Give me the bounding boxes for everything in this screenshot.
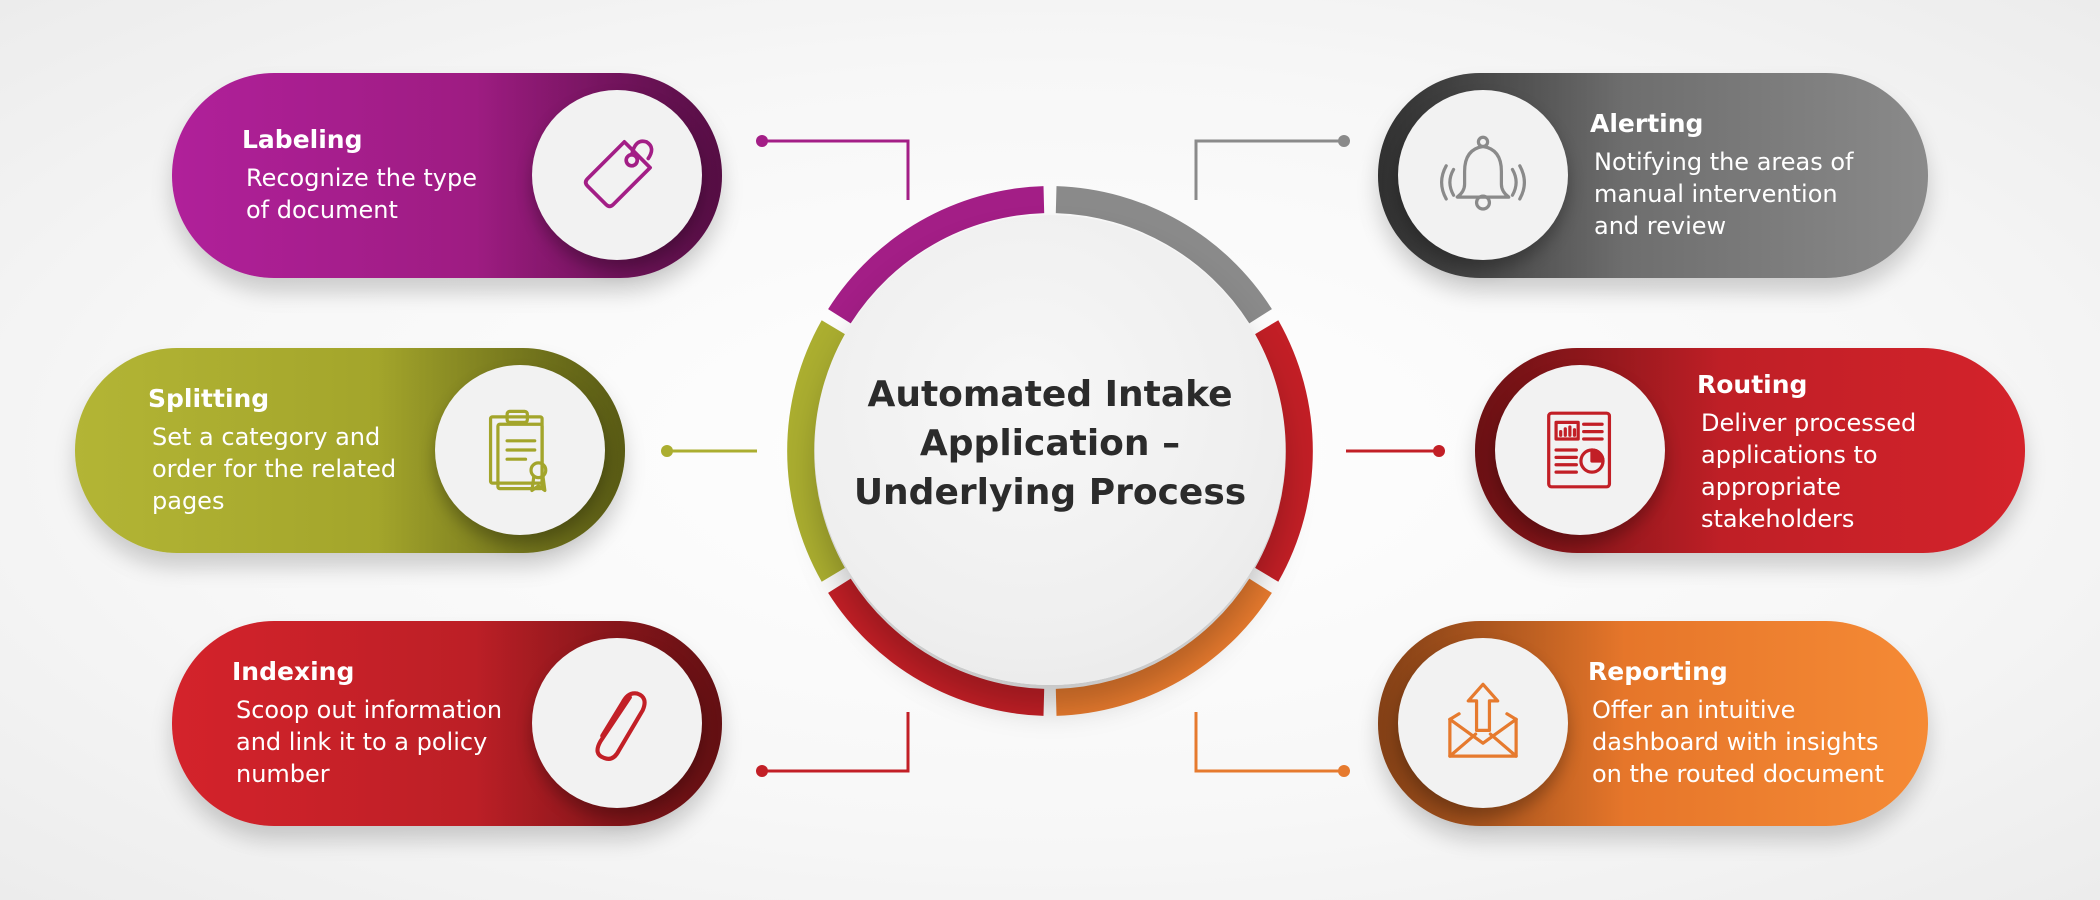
tag-icon bbox=[583, 139, 654, 209]
alerting-text: Alerting Notifying the areas of manual i… bbox=[1590, 109, 1854, 242]
center-title-line-3: Underlying Process bbox=[853, 472, 1247, 513]
center-title-line-1: Automated Intake bbox=[867, 374, 1233, 415]
alerting-connector bbox=[1194, 135, 1350, 200]
ring-segment-alerting bbox=[1055, 186, 1272, 324]
splitting-text: Splitting Set a category and order for t… bbox=[148, 384, 396, 517]
envelope-upload-icon bbox=[1448, 682, 1518, 758]
reporting-step: Reporting Offer an intuitive dashboard w… bbox=[1378, 621, 1928, 826]
splitting-desc-line-1: Set a category and bbox=[152, 423, 381, 451]
center-ring bbox=[787, 186, 1313, 716]
indexing-icon-circle bbox=[532, 638, 702, 808]
splitting-desc-line-2: order for the related bbox=[152, 455, 397, 483]
ring-segment-routing bbox=[1255, 320, 1313, 582]
alerting-desc-line-2: manual intervention bbox=[1594, 180, 1838, 208]
routing-icon-circle bbox=[1495, 365, 1665, 535]
reporting-desc-line-3: on the routed document bbox=[1592, 760, 1884, 788]
splitting-step: Splitting Set a category and order for t… bbox=[75, 348, 625, 553]
labeling-connector bbox=[756, 135, 910, 200]
alerting-desc-line-1: Notifying the areas of bbox=[1594, 148, 1854, 176]
routing-desc-line-4: stakeholders bbox=[1701, 505, 1855, 533]
routing-desc-line-1: Deliver processed bbox=[1701, 409, 1917, 437]
indexing-text: Indexing Scoop out information and link … bbox=[232, 657, 502, 790]
center-disc bbox=[815, 215, 1285, 685]
ring-segment-splitting bbox=[787, 320, 845, 582]
splitting-icon-circle bbox=[435, 365, 605, 535]
labeling-title: Labeling bbox=[242, 125, 363, 154]
splitting-connector bbox=[661, 445, 757, 457]
ring-segment-indexing bbox=[828, 578, 1045, 716]
alerting-title: Alerting bbox=[1590, 109, 1704, 138]
indexing-title: Indexing bbox=[232, 657, 355, 686]
reporting-icon-circle bbox=[1398, 638, 1568, 808]
indexing-desc-line-1: Scoop out information bbox=[236, 696, 503, 724]
indexing-connector-line bbox=[762, 712, 910, 773]
center-title-line-2: Application – bbox=[919, 423, 1181, 464]
ring-segment-labeling bbox=[828, 186, 1045, 324]
routing-title: Routing bbox=[1697, 370, 1808, 399]
labeling-desc-line-1: Recognize the type bbox=[246, 164, 477, 192]
routing-step: Routing Deliver processed applications t… bbox=[1475, 348, 2025, 553]
alerting-desc-line-3: and review bbox=[1594, 212, 1727, 240]
splitting-title: Splitting bbox=[148, 384, 270, 413]
reporting-desc-line-1: Offer an intuitive bbox=[1592, 696, 1796, 724]
alerting-icon-circle bbox=[1398, 90, 1568, 260]
reporting-title: Reporting bbox=[1588, 657, 1728, 686]
report-document-icon bbox=[1547, 411, 1612, 489]
labeling-connector-line bbox=[762, 139, 910, 200]
indexing-desc-line-3: number bbox=[236, 760, 330, 788]
paperclip-icon bbox=[595, 691, 647, 761]
indexing-connector bbox=[756, 712, 910, 777]
clipboard-certificate-icon bbox=[488, 409, 548, 493]
routing-connector bbox=[1346, 445, 1445, 457]
labeling-desc-line-2: of document bbox=[246, 196, 398, 224]
reporting-connector-line bbox=[1194, 712, 1344, 773]
routing-desc-line-2: applications to bbox=[1701, 441, 1878, 469]
alerting-step: Alerting Notifying the areas of manual i… bbox=[1378, 73, 1928, 278]
reporting-desc-line-2: dashboard with insights bbox=[1592, 728, 1879, 756]
splitting-desc-line-3: pages bbox=[152, 487, 225, 515]
reporting-text: Reporting Offer an intuitive dashboard w… bbox=[1588, 657, 1884, 790]
indexing-step: Indexing Scoop out information and link … bbox=[172, 621, 722, 826]
labeling-step: Labeling Recognize the type of document bbox=[172, 73, 722, 278]
labeling-icon-circle bbox=[532, 90, 702, 260]
center-title: Automated Intake Application – Underlyin… bbox=[815, 370, 1285, 517]
routing-desc-line-3: appropriate bbox=[1701, 473, 1841, 501]
reporting-connector bbox=[1194, 712, 1350, 777]
indexing-desc-line-2: and link it to a policy bbox=[236, 728, 488, 756]
labeling-text: Labeling Recognize the type of document bbox=[242, 125, 477, 226]
bell-icon bbox=[1439, 135, 1527, 211]
routing-text: Routing Deliver processed applications t… bbox=[1697, 370, 1916, 535]
ring-segment-reporting bbox=[1055, 578, 1272, 716]
alerting-connector-line bbox=[1194, 139, 1344, 200]
